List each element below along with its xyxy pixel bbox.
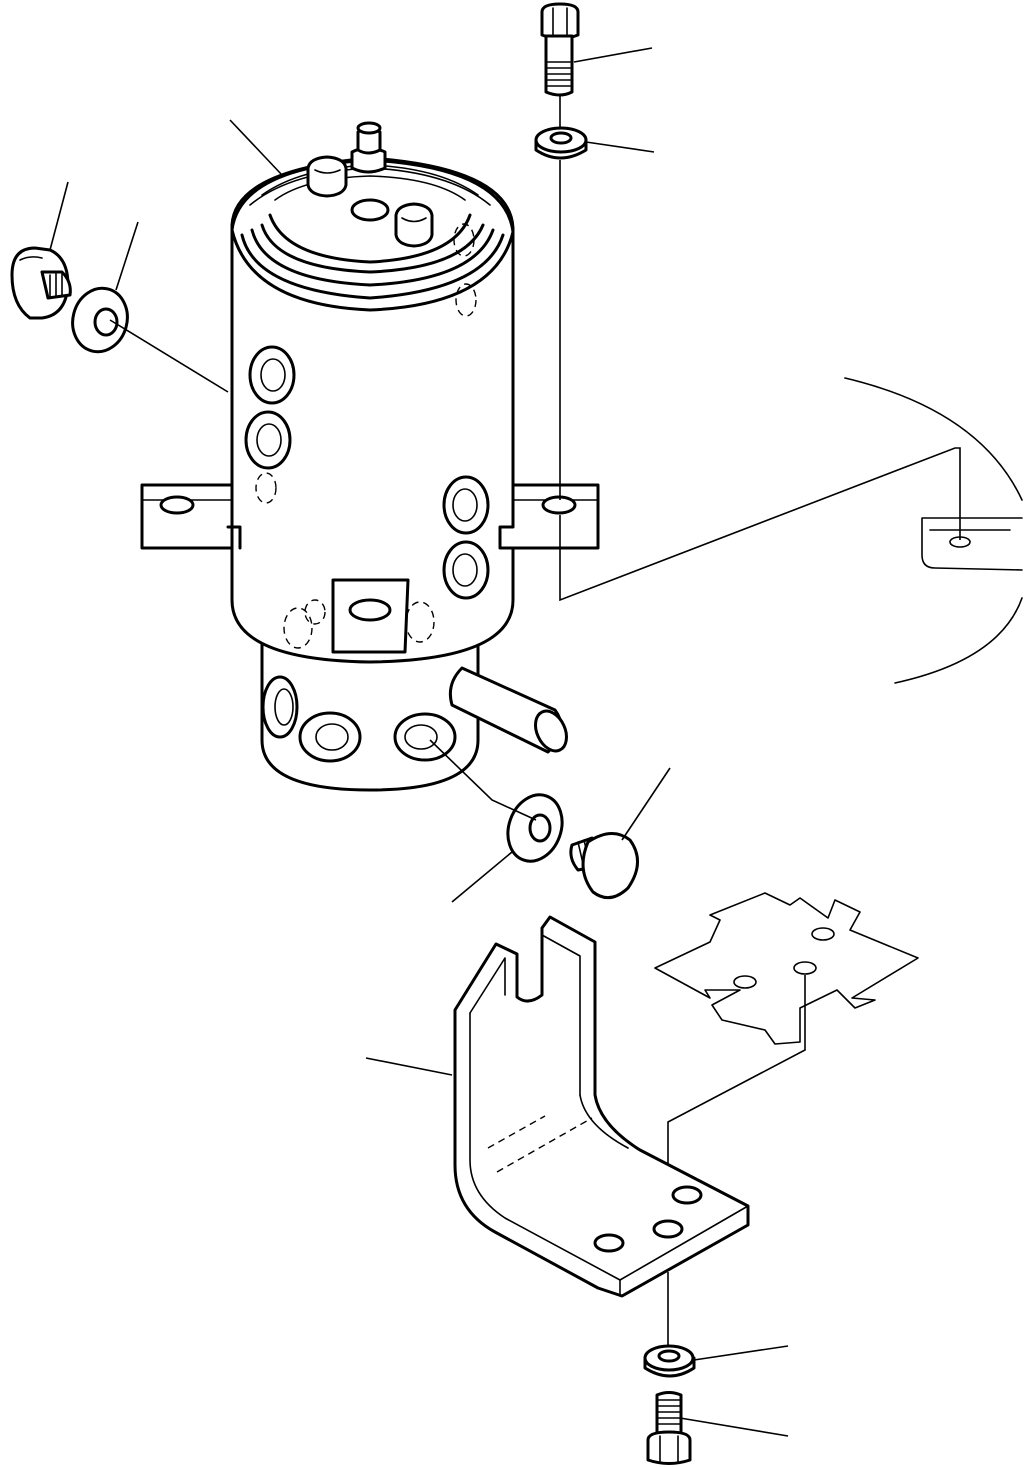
plug-lower (569, 832, 639, 900)
leader-plug-lower (621, 767, 671, 841)
leader-swivel-joint (229, 119, 283, 176)
leader-bracket (365, 1057, 453, 1076)
bolt-bottom (646, 1391, 692, 1465)
washer-left (71, 286, 129, 354)
assembly-line-left (109, 319, 229, 393)
bolt-top (540, 2, 580, 97)
leader-bolt-bottom (679, 1417, 789, 1437)
leader-plug-left (49, 181, 69, 251)
leader-bolt-top (573, 47, 653, 63)
swivel-mounting-ears (140, 483, 600, 550)
swivel-top-rings (230, 158, 515, 312)
washer-top (534, 126, 588, 160)
swivel-pin-end (534, 709, 568, 753)
plug-left (10, 246, 72, 320)
callout-leaders (49, 47, 789, 1437)
washer-lower (506, 793, 564, 863)
assembly-line-lower (429, 739, 537, 821)
washer-bottom (643, 1344, 696, 1378)
swivel-lower-block (260, 638, 480, 792)
leader-washer-left (115, 221, 139, 291)
swivel-side-ports (244, 345, 490, 600)
swivel-plate-hole (348, 598, 392, 622)
swivel-joint (140, 121, 600, 792)
leader-washer-bottom (693, 1345, 789, 1361)
leader-washer-lower (451, 851, 513, 903)
leader-washer-top (585, 141, 655, 153)
assembly-line-frame (559, 447, 961, 602)
swivel-lower-ports (261, 675, 457, 763)
swivel-top-fittings (306, 121, 434, 248)
bracket (453, 915, 750, 1298)
mounting-frame (844, 377, 1023, 684)
gasket-plate (654, 892, 919, 1045)
